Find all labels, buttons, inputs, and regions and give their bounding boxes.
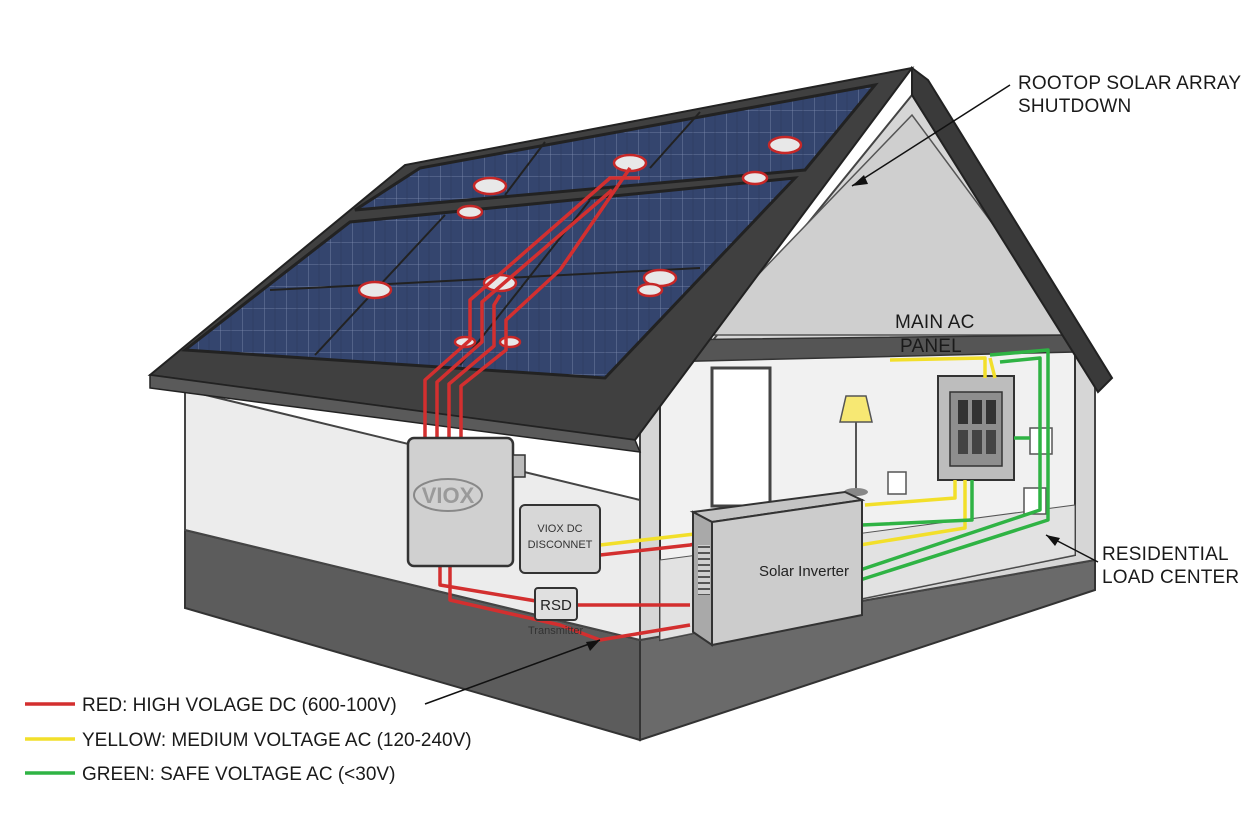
inverter-label: Solar Inverter [759,563,849,580]
disconnect-label-line1: VIOX DC [537,523,582,535]
callout-load-center-line2: LOAD CENTER [1102,567,1239,588]
callout-main-ac-line2: PANEL [900,336,962,357]
legend-item-green: GREEN: SAFE VOLTAGE AC (<30V) [25,764,395,785]
legend-leader [424,639,601,705]
rsd-label: RSD [540,597,572,614]
legend: RED: HIGH VOLAGE DC (600-100V) YELLOW: M… [25,695,472,785]
legend-label-red: RED: HIGH VOLAGE DC (600-100V) [82,695,397,716]
callout-main-ac-line1: MAIN AC [895,312,975,333]
callout-rooftop-line2: SHUTDOWN [1018,96,1131,117]
dc-disconnect: VIOX DC DISCONNET [519,504,601,574]
solar-inverter: Solar Inverter [689,490,866,647]
legend-item-red: RED: HIGH VOLAGE DC (600-100V) [25,695,397,716]
main-ac-panel [937,375,1015,481]
legend-label-green: GREEN: SAFE VOLTAGE AC (<30V) [82,764,395,785]
callout-rooftop-line1: ROOTOP SOLAR ARRAY [1018,73,1241,94]
rapid-shutdown-devices [357,135,803,349]
outlet-icon [887,471,907,495]
ac-wiring [599,356,997,547]
combiner-box: VIOX [406,436,526,568]
combiner-brand: VIOX [422,483,475,508]
legend-item-yellow: YELLOW: MEDIUM VOLTAGE AC (120-240V) [25,730,472,751]
callout-rooftop: ROOTOP SOLAR ARRAY SHUTDOWN [851,73,1241,187]
callout-main-ac: MAIN AC PANEL [895,312,975,357]
callout-load-center-line1: RESIDENTIAL [1102,544,1229,565]
dc-wiring [423,167,713,642]
transmitter-label: Transmitter [528,625,584,637]
window [710,366,772,508]
safe-wiring [859,348,1050,582]
rsd-transmitter: RSD Transmitter [528,587,584,637]
disconnect-label-line2: DISCONNET [528,539,593,551]
callout-load-center: RESIDENTIAL LOAD CENTER [1045,534,1239,588]
legend-label-yellow: YELLOW: MEDIUM VOLTAGE AC (120-240V) [82,730,472,751]
